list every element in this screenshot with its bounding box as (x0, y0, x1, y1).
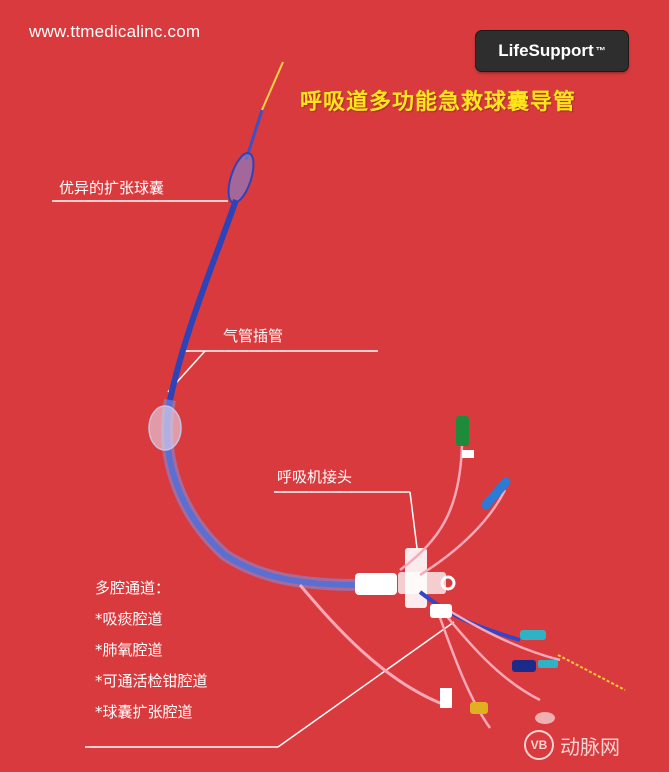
catheter-tip (244, 109, 264, 161)
tube-cuff (148, 405, 182, 451)
watermark: VB 动脉网 (524, 730, 620, 760)
guidewire-tip (261, 61, 284, 111)
teal-tip (538, 660, 558, 668)
connector-tag (462, 450, 474, 458)
connector-callout-label: 呼吸机接头 (277, 468, 353, 486)
product-headline: 呼吸道多功能急救球囊导管 (300, 90, 577, 115)
watermark-text: 动脉网 (560, 734, 620, 759)
lumens-list: 多腔通道： *吸痰腔道 *肺氧腔道 *可通活检钳腔道 *球囊扩张腔道 (95, 573, 208, 728)
oxygen-line (419, 489, 507, 577)
navy-connector (512, 660, 536, 672)
teal-connector (520, 630, 546, 640)
brand-name: LifeSupport (498, 41, 594, 60)
cap-ring (440, 575, 456, 591)
lumens-title: 多腔通道： (95, 579, 171, 597)
watermark-logo: VB (524, 730, 554, 760)
yellow-connector (470, 702, 488, 714)
connector-hub (355, 573, 397, 595)
blue-connector (481, 477, 511, 510)
connector-callout-pointer (409, 491, 418, 549)
lumen-branch-2 (439, 603, 561, 662)
tube-callout-label: 气管插管 (223, 327, 284, 345)
dilation-balloon (227, 152, 255, 204)
lumen-item: *肺氧腔道 (95, 641, 163, 659)
trademark-mark: ™ (595, 45, 606, 57)
lumen-tag (440, 688, 452, 708)
lumen-branch-4 (436, 611, 492, 729)
suction-line (399, 444, 464, 571)
lumen-clip (430, 604, 452, 618)
lumen-item: *吸痰腔道 (95, 610, 163, 628)
website-url: www.ttmedicalinc.com (29, 22, 201, 41)
lumen-branch-3 (439, 607, 541, 702)
yellow-wire (557, 654, 626, 691)
pilot-line (298, 584, 446, 707)
lumen-item: *球囊扩张腔道 (95, 703, 193, 721)
clear-connector (535, 712, 555, 724)
lumen-item: *可通活检钳腔道 (95, 672, 208, 690)
balloon-callout-label: 优异的扩张球囊 (59, 179, 165, 197)
connector-body (398, 572, 446, 594)
lumens-callout-pointer (277, 621, 455, 748)
green-connector (456, 416, 469, 446)
